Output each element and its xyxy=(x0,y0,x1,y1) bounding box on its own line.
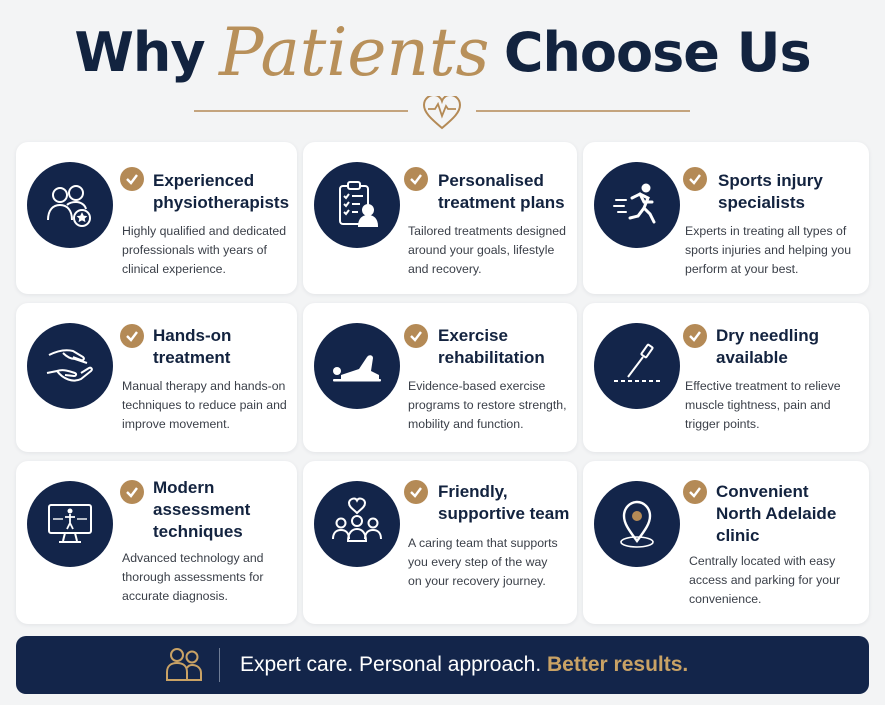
card-title: Convenient North Adelaide clinic xyxy=(716,482,837,545)
title-part-1: Why xyxy=(74,21,205,84)
check-icon xyxy=(404,480,428,504)
card-title: Friendly, supportive team xyxy=(438,482,570,523)
location-pin-icon xyxy=(594,481,680,567)
feature-card-convenient-clinic: Convenient North Adelaide clinic Central… xyxy=(583,461,869,624)
card-description: Centrally located with easy access and p… xyxy=(689,554,841,606)
tagline-accent: Better results. xyxy=(547,653,689,676)
card-title: Modern assessment techniques xyxy=(153,478,251,541)
feature-card-experienced-physiotherapists: Experienced physiotherapists Highly qual… xyxy=(16,142,297,294)
card-title: Sports injury specialists xyxy=(718,171,823,212)
tagline-banner: Expert care. Personal approach. Better r… xyxy=(16,636,869,694)
feature-card-personalised-plans: Personalised treatment plans Tailored tr… xyxy=(303,142,577,294)
card-title: Personalised treatment plans xyxy=(438,171,565,212)
dry-needle-icon xyxy=(594,323,680,409)
feature-card-exercise-rehabilitation: Exercise rehabilitation Evidence-based e… xyxy=(303,303,577,452)
feature-card-supportive-team: Friendly, supportive team A caring team … xyxy=(303,461,577,624)
running-person-icon xyxy=(594,162,680,248)
heart-pulse-icon xyxy=(422,96,462,130)
feature-card-hands-on: Hands-on treatment Manual therapy and ha… xyxy=(16,303,297,452)
check-icon xyxy=(404,167,428,191)
check-icon xyxy=(683,480,707,504)
check-icon xyxy=(683,324,707,348)
card-description: Highly qualified and dedicated professio… xyxy=(122,224,287,276)
hands-on-icon xyxy=(27,323,113,409)
tagline-text: Expert care. Personal approach. Better r… xyxy=(240,650,688,680)
tagline-main: Expert care. Personal approach. xyxy=(240,653,548,676)
people-icon xyxy=(164,646,204,684)
card-title: Experienced physiotherapists xyxy=(153,171,290,212)
physiotherapists-icon xyxy=(27,162,113,248)
title-part-2: Choose Us xyxy=(503,21,812,84)
page-title: Why Patients Choose Us xyxy=(0,14,885,94)
card-title: Dry needling available xyxy=(716,326,819,367)
banner-divider xyxy=(219,648,220,682)
monitor-assessment-icon xyxy=(27,481,113,567)
exercise-icon xyxy=(314,323,400,409)
title-script-word: Patients xyxy=(219,14,490,91)
card-description: Manual therapy and hands-on techniques t… xyxy=(122,379,287,431)
card-title: Exercise rehabilitation xyxy=(438,326,545,367)
heart-divider xyxy=(194,96,690,130)
feature-card-sports-injury: Sports injury specialists Experts in tre… xyxy=(583,142,869,294)
feature-card-dry-needling: Dry needling available Effective treatme… xyxy=(583,303,869,452)
check-icon xyxy=(404,324,428,348)
clipboard-plan-icon xyxy=(314,162,400,248)
card-description: Experts in treating all types of sports … xyxy=(685,224,852,276)
card-description: A caring team that supports you every st… xyxy=(408,536,558,588)
check-icon xyxy=(683,167,707,191)
check-icon xyxy=(120,167,144,191)
check-icon xyxy=(120,324,144,348)
card-description: Evidence-based exercise programs to rest… xyxy=(408,379,567,431)
card-description: Tailored treatments designed around your… xyxy=(408,224,566,276)
card-title: Hands-on treatment xyxy=(153,326,232,367)
team-heart-icon xyxy=(314,481,400,567)
feature-card-modern-assessment: Modern assessment techniques Advanced te… xyxy=(16,461,297,624)
card-description: Effective treatment to relieve muscle ti… xyxy=(685,379,841,431)
check-icon xyxy=(120,480,144,504)
card-description: Advanced technology and thorough assessm… xyxy=(122,551,264,603)
